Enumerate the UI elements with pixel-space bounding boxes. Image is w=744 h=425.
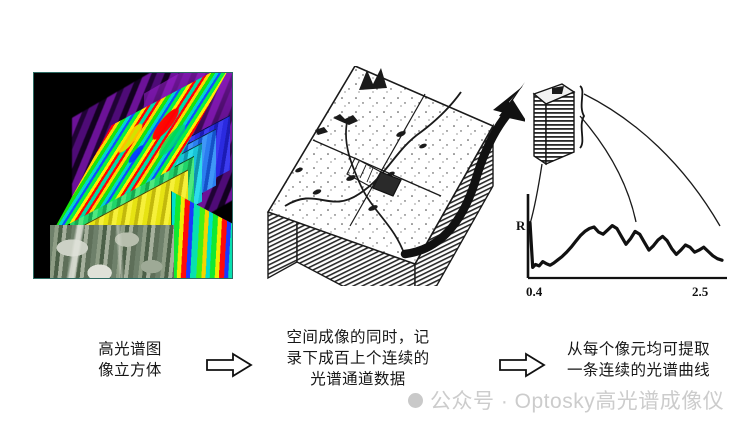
y-axis-label: R — [516, 218, 526, 233]
cube-front-rgb-image — [50, 225, 174, 278]
image-stack-illustration — [255, 66, 525, 286]
highlighted-pixel-cell — [346, 157, 402, 197]
flow-arrow-1 — [205, 352, 253, 383]
spectrum-svg: R 0.4 2.5 — [516, 83, 727, 299]
stack-top-terrain-face — [266, 66, 495, 265]
caption-imaging: 空间成像的同时，记 录下成百上个连续的 光谱通道数据 — [286, 329, 430, 388]
cube-render — [34, 73, 232, 278]
curved-arrow-to-pixel — [400, 82, 525, 259]
image-stack-svg — [266, 66, 525, 286]
pixel-column-stack — [532, 83, 576, 166]
x-axis-max-label: 2.5 — [692, 284, 709, 299]
caption-spectrum: 从每个像元均可提取 一条连续的光谱曲线 — [566, 341, 711, 379]
spectrum-curve — [528, 221, 724, 269]
cube-front-rgb-detail — [50, 225, 174, 278]
watermark-text: 公众号 · Optosky高光谱成像仪 — [430, 390, 725, 413]
hollow-right-arrow-icon — [499, 352, 546, 378]
x-axis-min-label: 0.4 — [526, 284, 543, 299]
hyperspectral-cube-panel — [33, 72, 233, 279]
spectrum-panel: R 0.4 2.5 — [512, 72, 738, 304]
spectrum-fan-lines — [529, 93, 721, 227]
pixel-column-brace — [579, 85, 586, 149]
caption-cube: 高光谱图 像立方体 — [98, 341, 162, 379]
watermark-logo-icon — [408, 392, 423, 408]
spectrum-axes — [526, 194, 727, 280]
flow-arrow-2 — [498, 352, 546, 383]
hollow-right-arrow-icon — [206, 352, 253, 378]
